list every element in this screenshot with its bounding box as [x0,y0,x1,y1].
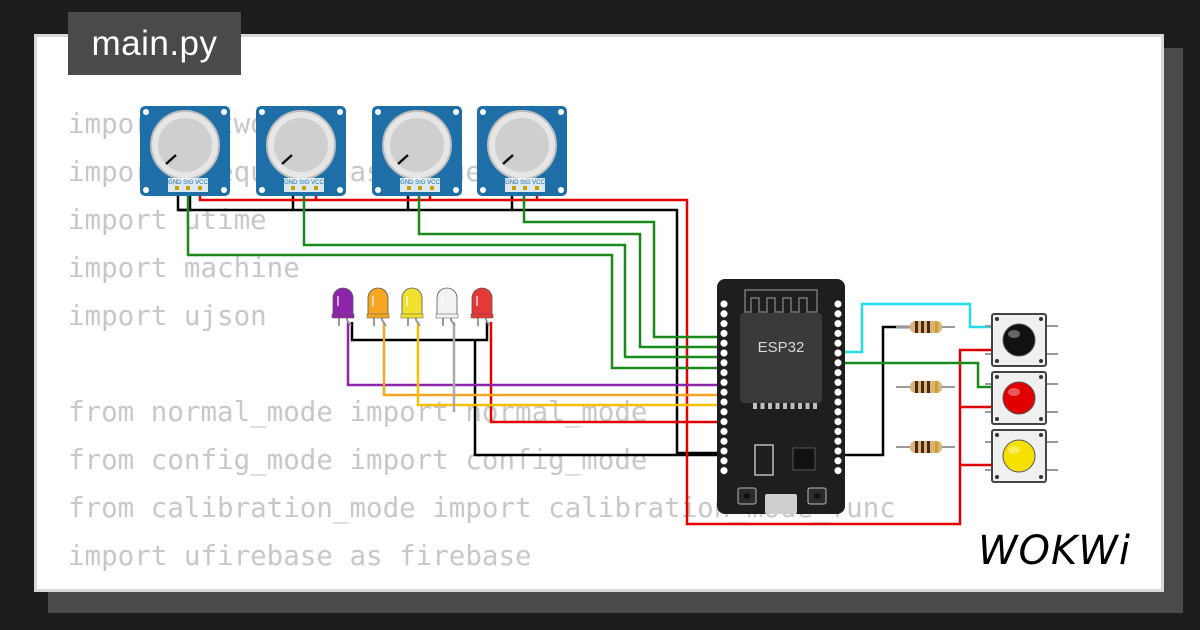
code-line: import ujson [68,300,267,332]
resistor [896,441,955,453]
led[interactable] [435,287,459,327]
led[interactable] [366,287,390,327]
resistors [896,321,955,453]
led[interactable] [331,287,355,327]
pin-labels: GND SIG VCC [284,180,324,186]
push-button[interactable] [985,313,1058,367]
wire-led [416,322,724,407]
potentiometer[interactable]: GND SIG VCC [140,106,230,196]
wire-gnd [838,325,910,457]
file-tab-main-py[interactable]: main.py [68,12,241,75]
pin-labels: GND SIG VCC [168,180,208,186]
esp32-pins [720,300,842,475]
wire-signal [838,361,992,389]
potentiometer[interactable]: GND SIG VCC [477,106,567,196]
wire-vcc [198,188,992,526]
regulator [754,444,774,476]
potentiometers: GND SIG VCC GND SIG VCC GND SIG VCC GND SIG… [140,106,567,196]
wokwi-logo: WOKWi [978,528,1131,574]
potentiometer[interactable]: GND SIG VCC [372,106,462,196]
code-line: import machine [68,252,300,284]
wire-signal [522,188,724,339]
resistor [896,381,955,393]
wire-gnd [473,340,724,457]
potentiometer[interactable]: GND SIG VCC [256,106,346,196]
resistor [896,321,955,333]
wire-gnd [350,322,489,342]
usb-chip [792,447,816,471]
code-line: from config_mode import config_mode [68,444,648,476]
wire-button [838,302,992,354]
usb-port [765,494,797,514]
led[interactable] [470,287,494,327]
wire-led [346,322,724,387]
push-button[interactable] [985,429,1058,483]
wire-led [382,322,724,397]
wire-signal [186,188,724,370]
leds [331,287,494,327]
code-line: import ufirebase as firebase [68,540,532,572]
wire-led [489,322,724,424]
push-buttons [985,313,1058,483]
pin-labels: GND SIG VCC [400,180,440,186]
esp32-module [740,313,822,403]
led[interactable] [400,287,424,327]
wire-signal [302,188,724,359]
wires [176,188,992,526]
code-line: from normal_mode import normal_mode [68,396,648,428]
wire-gnd [178,208,724,455]
wire-signal [417,188,724,349]
pin-labels: GND SIG VCC [505,180,545,186]
esp32-label: ESP32 [758,339,805,356]
esp32-board[interactable]: ESP32 [717,279,845,514]
push-button[interactable] [985,371,1058,425]
